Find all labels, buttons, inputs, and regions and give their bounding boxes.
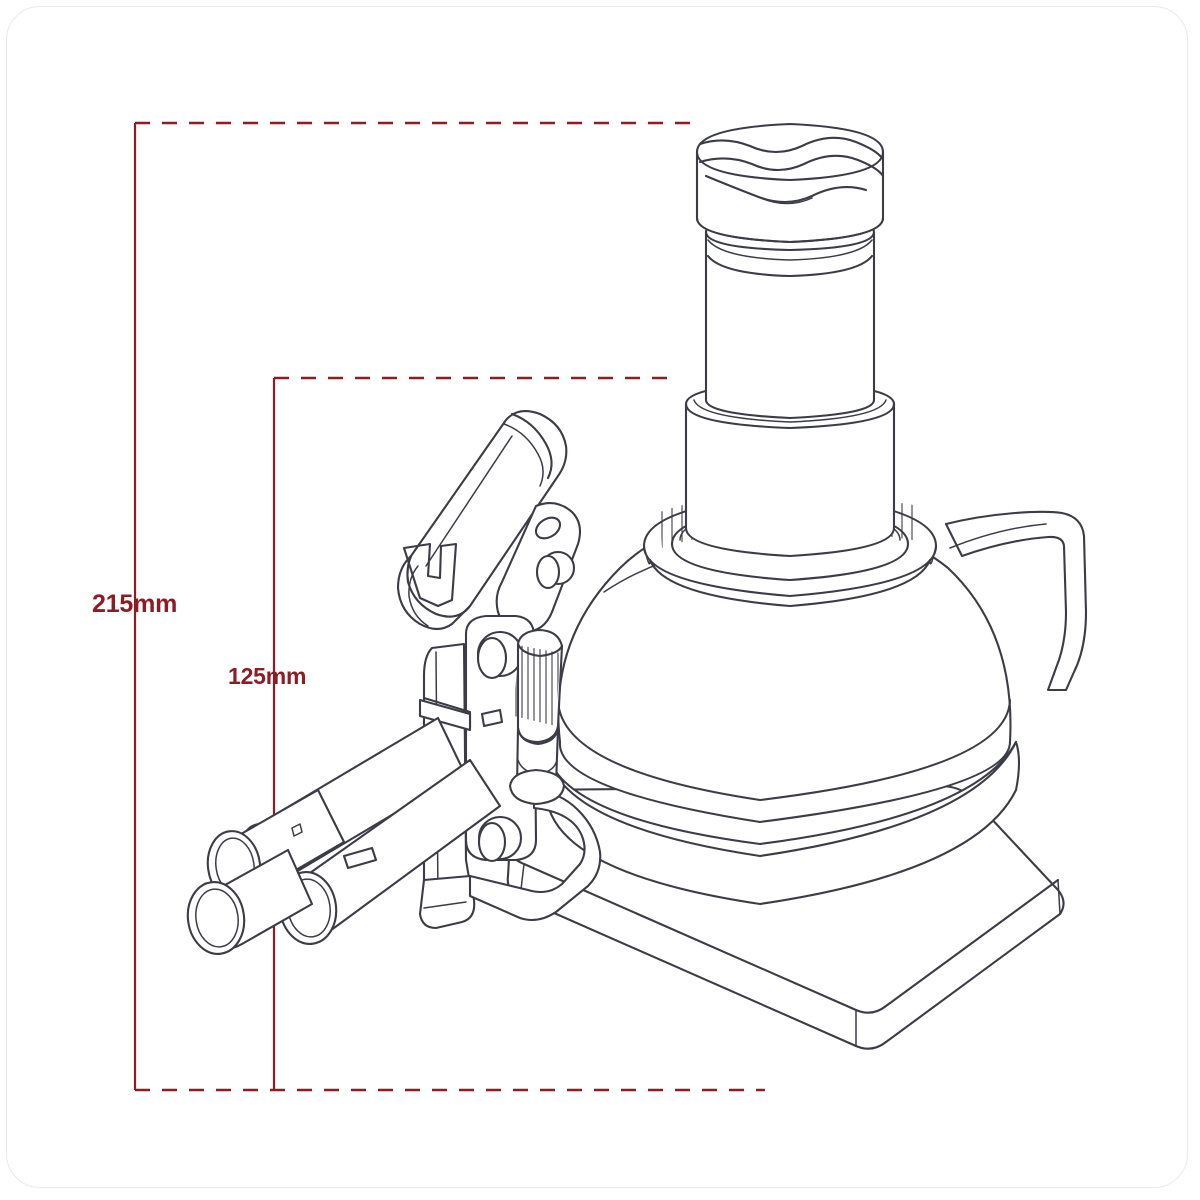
pump-cylinder <box>396 410 568 631</box>
extension-screw <box>704 212 876 420</box>
dimension-label-215mm: 215mm <box>92 590 178 618</box>
dimension-125mm <box>272 376 675 1090</box>
dimension-label-125mm: 125mm <box>228 663 307 689</box>
handle-tube-lower-left <box>186 848 314 955</box>
dimension-215mm <box>133 121 692 1090</box>
carry-handle-rod <box>944 510 1088 692</box>
ram-cylinder <box>684 380 896 558</box>
jack-body <box>506 514 1065 1050</box>
lifting-saddle-cap <box>695 122 885 244</box>
handle-tubes <box>186 716 502 955</box>
release-valve-knob <box>508 628 566 806</box>
